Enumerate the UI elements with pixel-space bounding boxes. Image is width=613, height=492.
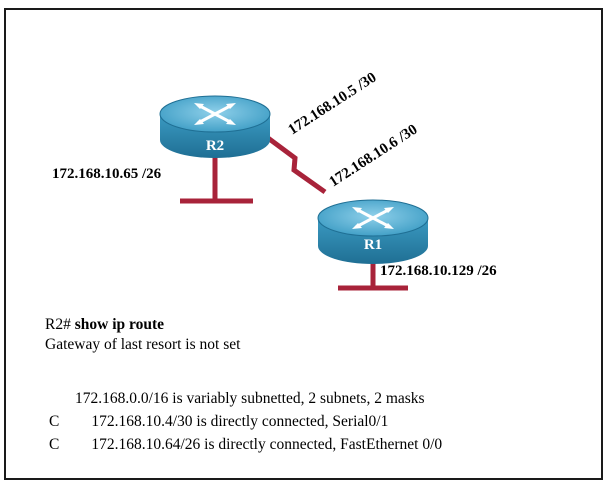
r2-lan-segment — [180, 153, 253, 204]
cli-command: show ip route — [74, 316, 165, 333]
serial-link — [266, 135, 327, 195]
router-arrows-icon — [352, 207, 394, 229]
cli-route-row: C 172.168.10.4/30 is directly connected, … — [49, 413, 388, 431]
route-text: 172.168.10.4/30 is directly connected, S… — [91, 413, 389, 430]
cli-summary-line: 172.168.0.0/16 is variably subnetted, 2 … — [75, 390, 425, 407]
route-code: C — [49, 413, 60, 430]
r2-lan-ip-label: 172.168.10.65 /26 — [52, 166, 162, 182]
router-r1-label: R1 — [364, 237, 382, 253]
cli-gateway-line: Gateway of last resort is not set — [45, 336, 241, 353]
cli-prompt: R2# — [45, 316, 71, 333]
router-r2-label: R2 — [206, 138, 224, 154]
r2-serial-ip-label: 172.168.10.5 /30 — [285, 70, 379, 139]
cli-command-line: R2# show ip route — [45, 316, 164, 334]
router-arrows-icon — [194, 103, 236, 125]
router-r2[interactable]: R2 — [159, 95, 271, 158]
r1-serial-ip-label: 172.168.10.6 /30 — [326, 122, 420, 191]
route-code: C — [49, 436, 60, 453]
diagram-frame — [4, 8, 603, 480]
route-text: 172.168.10.64/26 is directly connected, … — [91, 436, 443, 453]
r1-lan-ip-label: 172.168.10.129 /26 — [380, 263, 497, 279]
cli-route-row: C 172.168.10.64/26 is directly connected,… — [49, 436, 442, 454]
router-r1[interactable]: R1 — [317, 199, 429, 264]
